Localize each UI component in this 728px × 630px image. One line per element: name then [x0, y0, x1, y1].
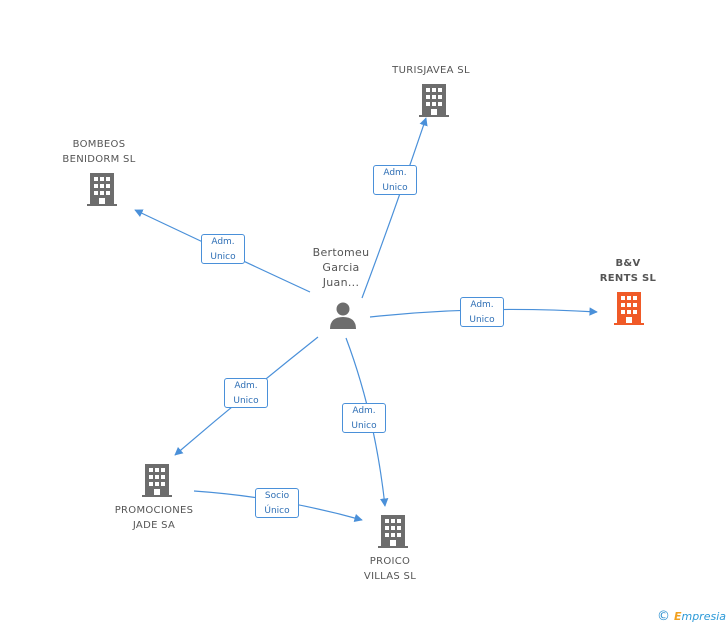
building-icon[interactable] [142, 464, 172, 497]
relation-line: Unico [351, 421, 377, 431]
brand-footer[interactable]: ©Empresia [657, 609, 726, 624]
building-icon-highlighted[interactable] [614, 292, 644, 325]
company-name-line: RENTS SL [599, 273, 657, 284]
company-label-bombeos[interactable]: BOMBEOS BENIDORM SL [62, 137, 135, 167]
relation-badge-bombeos[interactable]: Adm. Unico [201, 234, 245, 264]
relation-badge-turisjavea[interactable]: Adm. Unico [373, 165, 417, 195]
company-name-line: B&V [615, 258, 641, 269]
building-icon[interactable] [87, 173, 117, 206]
person-name-label[interactable]: Bertomeu Garcia Juan... [313, 245, 370, 290]
company-name-line: VILLAS SL [363, 571, 417, 582]
company-name-line: BENIDORM SL [62, 154, 136, 165]
relation-line: Adm. [234, 381, 258, 391]
company-label-proico[interactable]: PROICO VILLAS SL [364, 554, 416, 584]
relation-line: Unico [469, 315, 495, 325]
company-name-line: PROMOCIONES [114, 505, 194, 516]
relation-line: Unico [210, 252, 236, 262]
relation-line: Único [264, 506, 290, 516]
relation-line: Adm. [352, 406, 376, 416]
relation-badge-promociones-proico[interactable]: Socio Único [255, 488, 299, 518]
relation-badge-proico[interactable]: Adm. Unico [342, 403, 386, 433]
company-label-promociones[interactable]: PROMOCIONES JADE SA [115, 503, 194, 533]
relation-line: Unico [233, 396, 259, 406]
building-icon[interactable] [419, 84, 449, 117]
relation-line: Adm. [470, 300, 494, 310]
company-label-turisjavea[interactable]: TURISJAVEA SL [392, 63, 470, 78]
relation-line: Adm. [383, 168, 407, 178]
relation-line: Adm. [211, 237, 235, 247]
company-name-line: BOMBEOS [72, 139, 126, 150]
company-name-line: TURISJAVEA SL [392, 65, 470, 76]
brand-logo-text: mpresia [681, 610, 726, 623]
relation-line: Socio [264, 491, 290, 501]
company-label-bv-rents[interactable]: B&V RENTS SL [600, 256, 656, 286]
person-name-line: Juan... [322, 276, 360, 289]
company-name-line: PROICO [369, 556, 411, 567]
relation-badge-bv-rents[interactable]: Adm. Unico [460, 297, 504, 327]
relation-badge-promociones[interactable]: Adm. Unico [224, 378, 268, 408]
company-name-line: JADE SA [132, 520, 176, 531]
copyright-symbol: © [656, 609, 670, 624]
person-name-line: Garcia [322, 261, 360, 274]
relation-line: Unico [382, 183, 408, 193]
person-name-line: Bertomeu [312, 246, 370, 259]
edge-to-turisjavea [361, 117, 428, 299]
brand-logo-e: E [673, 610, 682, 623]
person-icon[interactable] [330, 302, 356, 330]
building-icon[interactable] [378, 515, 408, 548]
